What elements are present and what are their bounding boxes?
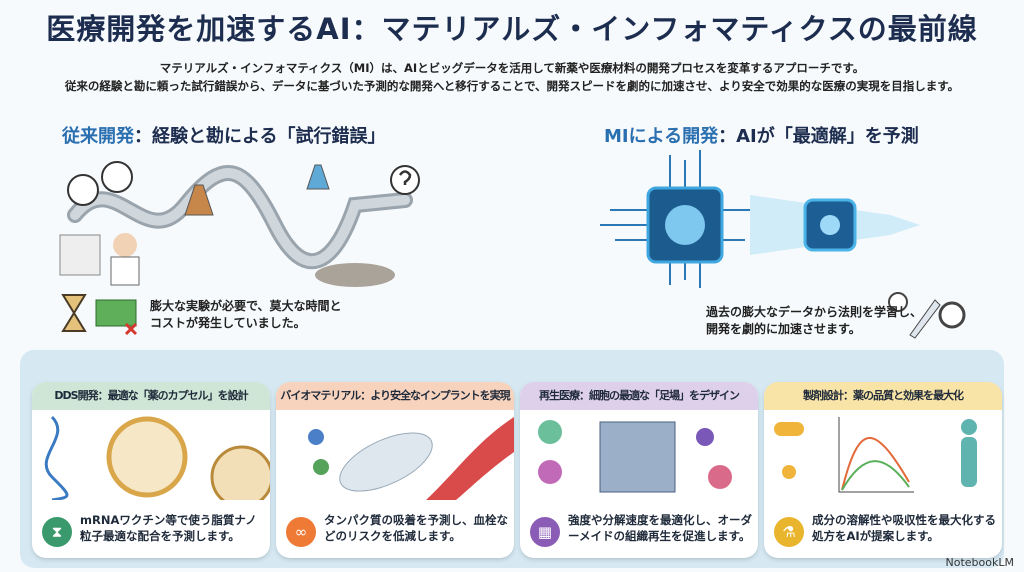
ai-chip-illustration <box>600 150 920 288</box>
card-regenerative: 再生医療：細胞の最適な「足場」をデザイン ▦ 強度や分解速度を最適化し、オーダー… <box>520 382 758 558</box>
card-formulation: 製剤設計：薬の品質と効果を最大化 ⚗ 成分の溶解性や吸収性を最大化する処方をAI… <box>764 382 1002 558</box>
intro-line-1: マテリアルズ・インフォマティクス（MI）は、AIとビッグデータを活用して新薬や医… <box>159 61 865 75</box>
intro-line-2: 従来の経験と勘に頼った試行錯誤から、データに基づいた予測的な開発へと移行すること… <box>64 79 960 93</box>
scaffold-illustration <box>538 420 732 493</box>
link-icon: ∞ <box>286 517 316 547</box>
rocket-magnifier-icon <box>888 292 966 339</box>
flask-icon: ⚗ <box>774 517 804 547</box>
page-title: 医療開発を加速するAI：マテリアルズ・インフォマティクスの最前線 <box>46 12 978 46</box>
trial-and-error-illustration <box>59 161 420 287</box>
implant-vessel-illustration <box>308 417 514 500</box>
traditional-note: 膨大な実験が必要で、莫大な時間とコストが発生していました。 <box>150 299 342 330</box>
mesh-icon: ▦ <box>530 517 560 547</box>
card-title: 製剤設計：薬の品質と効果を最大化 <box>764 382 1002 410</box>
formulation-illustration <box>774 417 977 493</box>
hourglass-money-icon <box>61 294 138 336</box>
liposome-illustration <box>44 415 270 500</box>
card-title: 再生医療：細胞の最適な「足場」をデザイン <box>520 382 758 410</box>
card-text: mRNAワクチン等で使う脂質ナノ粒子最適な配合を予測します。 <box>80 513 257 543</box>
hourglass-icon: ⧗ <box>42 517 72 547</box>
mi-heading: MIによる開発：AIが「最適解」を予測 <box>604 126 919 147</box>
mi-note: 過去の膨大なデータから法則を学習し、開発を劇的に加速させます。 <box>706 305 923 336</box>
card-dds: DDS開発：最適な「薬のカプセル」を設計 ⧗ mRNAワクチン等で使う脂質ナノ粒… <box>32 382 270 558</box>
traditional-heading: 従来開発：経験と勘による「試行錯誤」 <box>62 126 386 147</box>
card-text: 成分の溶解性や吸収性を最大化する処方をAIが提案します。 <box>812 513 996 543</box>
notebooklm-logo: NotebookLM <box>945 556 1014 569</box>
card-biomaterial: バイオマテリアル：より安全なインプラントを実現 ∞ タンパク質の吸着を予測し、血… <box>276 382 514 558</box>
card-text: 強度や分解速度を最適化し、オーダーメイドの組織再生を促進します。 <box>568 513 752 543</box>
card-title: DDS開発：最適な「薬のカプセル」を設計 <box>32 382 270 410</box>
card-title: バイオマテリアル：より安全なインプラントを実現 <box>276 382 514 410</box>
card-text: タンパク質の吸着を予測し、血栓などのリスクを低減します。 <box>324 513 508 543</box>
